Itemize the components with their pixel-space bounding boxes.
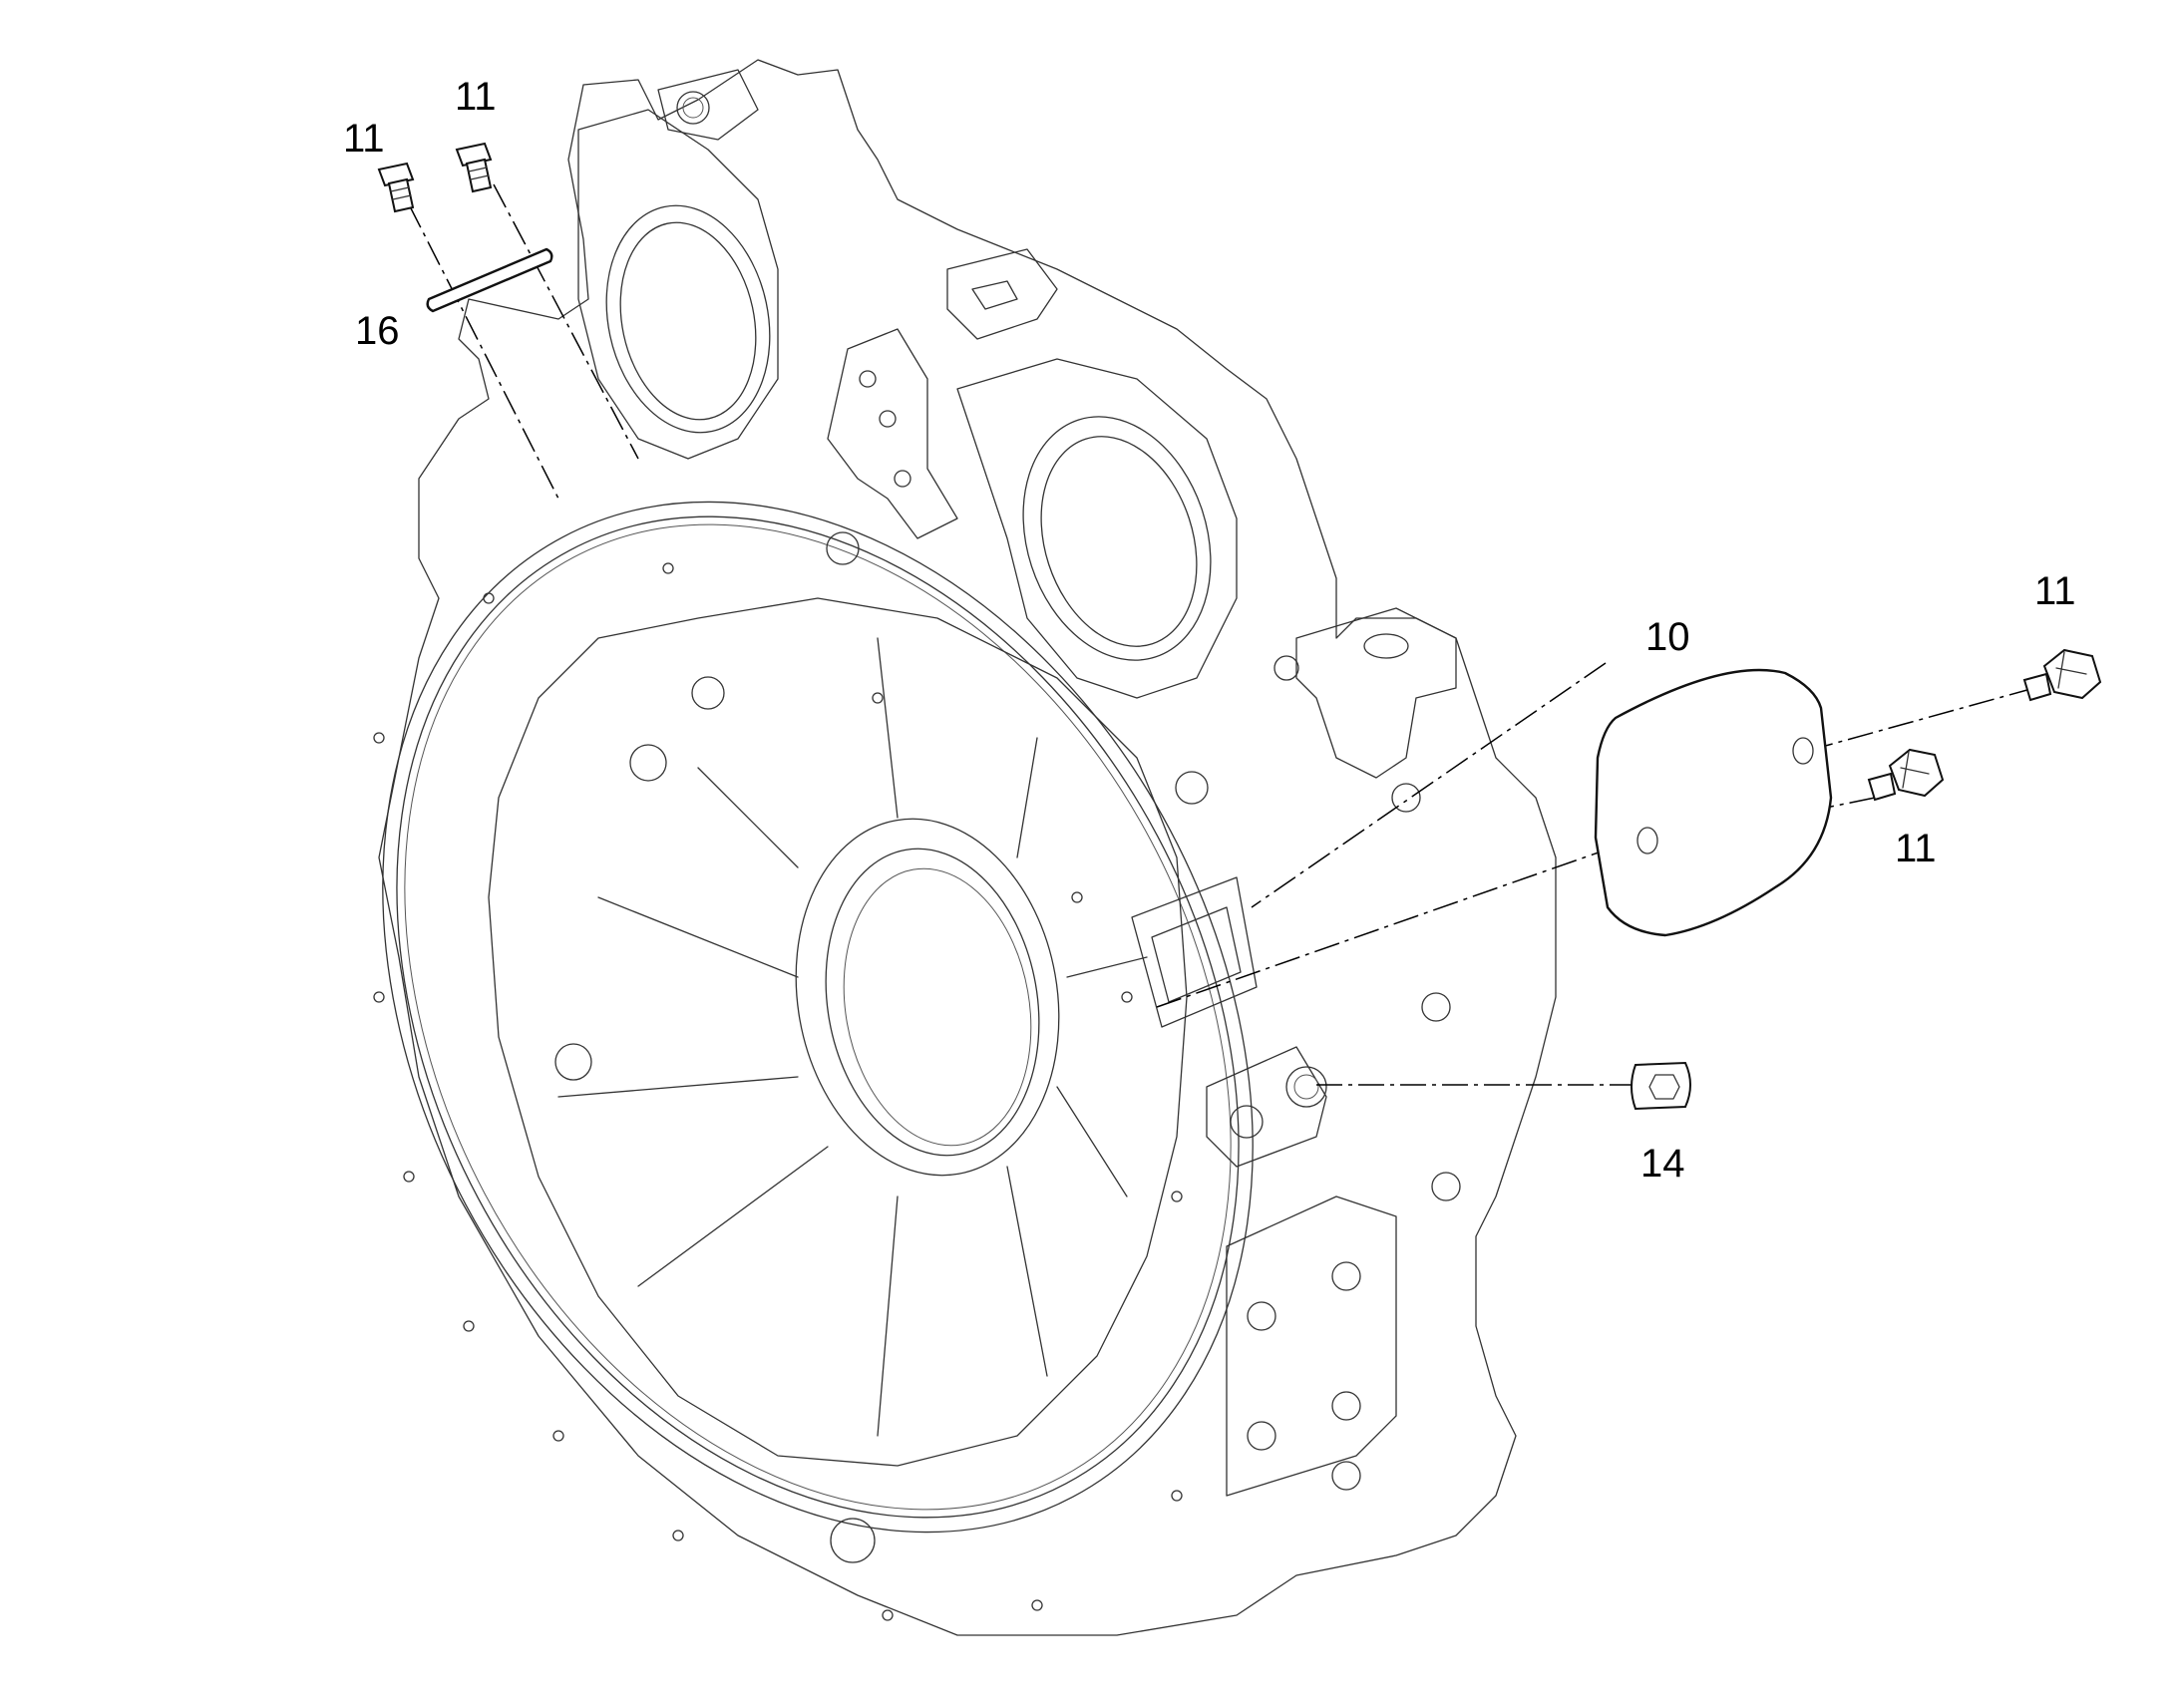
leader-plate-upper xyxy=(1251,662,1607,908)
plug xyxy=(1631,1061,1691,1111)
leader-plate-lower xyxy=(1156,832,1656,1008)
callout-plug: 14 xyxy=(1640,1142,1685,1186)
callout-bolt-right-upper: 11 xyxy=(2034,569,2076,613)
bolt-right-lower xyxy=(1867,748,1945,802)
callout-bolt-right-lower: 11 xyxy=(1895,827,1937,870)
bolt-top-left xyxy=(377,162,415,213)
cover-plate xyxy=(1594,668,1833,937)
callout-gasket: 16 xyxy=(355,309,400,353)
leader-lines xyxy=(408,183,2035,1086)
bolt-top-right xyxy=(455,142,493,193)
leader-bolt-top-right xyxy=(493,183,639,460)
callout-cover-plate: 10 xyxy=(1645,615,1690,659)
leader-bolt-right-upper xyxy=(1799,687,2035,754)
bolt-right-upper xyxy=(2022,648,2102,702)
callout-bolt-top-left: 11 xyxy=(343,117,385,161)
gasket-top xyxy=(426,247,553,313)
flywheel-housing xyxy=(373,59,1557,1636)
callout-bolt-top-right: 11 xyxy=(455,75,497,119)
leader-bolt-top-left xyxy=(408,203,559,500)
